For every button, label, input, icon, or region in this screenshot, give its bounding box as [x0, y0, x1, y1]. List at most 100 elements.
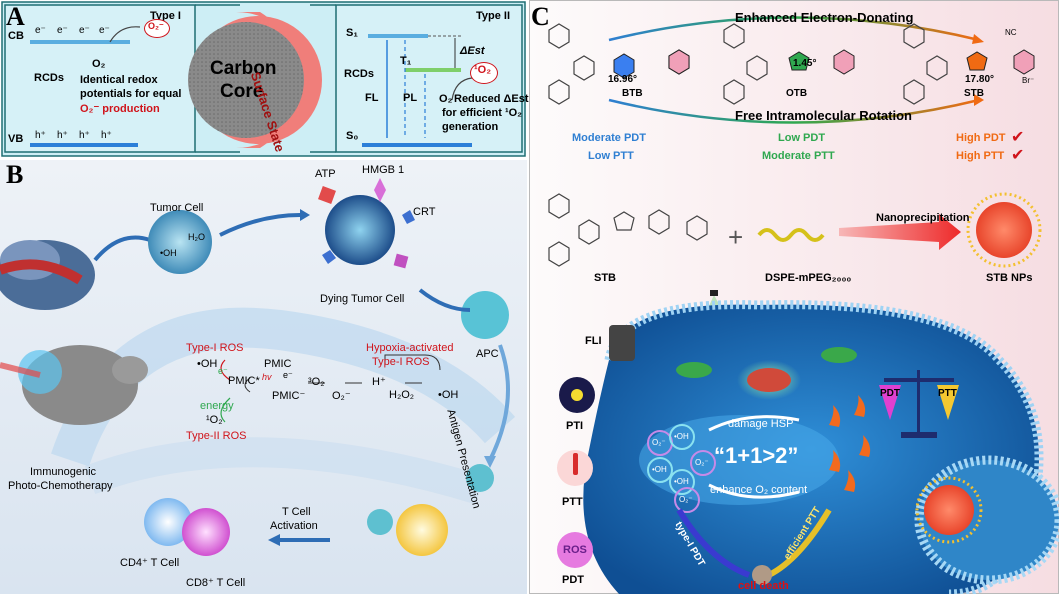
ros-o2-2: O₂⁻	[695, 458, 709, 467]
panel-c-letter: C	[531, 2, 550, 31]
stb-ptt: High PTT	[956, 150, 1005, 162]
type1-text-line2: potentials for equal	[80, 88, 182, 100]
e-minus-b1: e⁻	[283, 370, 293, 380]
ros-o2-1: O₂⁻	[652, 438, 666, 447]
type2-ros-label: Type-II ROS	[186, 430, 247, 442]
pmic-label: PMIC	[264, 358, 292, 370]
singlet-label: ¹O₂	[474, 64, 492, 76]
hole-2: h⁺	[57, 130, 68, 141]
s1-label: S₁	[346, 27, 358, 39]
btb-ptt: Low PTT	[588, 150, 634, 162]
electron-1: e⁻	[35, 25, 46, 36]
type1-ros-label: Type-I ROS	[186, 342, 244, 354]
o2-label-a: O₂	[92, 58, 106, 70]
ros-label: ROS	[563, 544, 587, 556]
panel-b-diagram	[0, 160, 527, 594]
hypoxia-line1: Hypoxia-activated	[366, 342, 454, 354]
type2-text-line1: Reduced ΔEst	[454, 93, 529, 105]
rcds-label-b: RCDs	[344, 68, 374, 80]
cd8-label: CD8⁺ T Cell	[186, 577, 246, 589]
fl-label: FL	[365, 92, 379, 104]
hv-label: hv	[262, 372, 272, 382]
cb-label: CB	[8, 30, 24, 42]
electron-4: e⁻	[99, 25, 110, 36]
formula-label: “1+1>2”	[714, 443, 799, 468]
type1-text-line1: Identical redox	[80, 74, 158, 86]
plus-sign: +	[728, 222, 744, 252]
hole-3: h⁺	[79, 130, 90, 141]
ros-oh-3: •OH	[674, 477, 689, 486]
apc-label: APC	[476, 348, 499, 360]
panel-c	[529, 0, 1059, 599]
panel-b-letter: B	[6, 160, 24, 189]
ros-oh-1: •OH	[674, 432, 689, 441]
superoxide-label: O₂⁻	[148, 21, 164, 31]
o2-singlet-label: ¹O₂	[206, 414, 223, 426]
type2-text-line2: for efficient ¹O₂	[442, 107, 523, 119]
enhanced-donating-label: Enhanced Electron-Donating	[735, 10, 914, 25]
crt-label: CRT	[413, 206, 436, 218]
o2-superoxide-b: O₂⁻	[332, 390, 351, 402]
pmic-minus-label: PMIC⁻	[272, 390, 306, 402]
panel-a-letter: A	[6, 2, 25, 31]
angle-btb: 16.96°	[608, 74, 638, 85]
panel-a	[0, 0, 527, 158]
otb-ptt: Moderate PTT	[762, 150, 835, 162]
nanoprecipitation-label: Nanoprecipitation	[876, 212, 970, 224]
otb-label: OTB	[786, 88, 808, 99]
immuno-line2: Photo-Chemotherapy	[8, 480, 113, 492]
check-icon: ✔	[1011, 129, 1025, 146]
vb-label: VB	[8, 133, 24, 145]
hole-4: h⁺	[101, 130, 112, 141]
o2-triplet-label: ³O₂	[308, 376, 325, 388]
dying-tumor-label: Dying Tumor Cell	[320, 293, 405, 305]
damage-hsp-label: damage HSP	[728, 418, 794, 430]
delta-est-label: ΔEst	[460, 45, 485, 57]
singlet-circle	[470, 62, 498, 84]
s0-label: S₀	[346, 130, 359, 142]
check-icon: ✔	[1011, 147, 1025, 164]
oh-label: •OH	[197, 358, 218, 370]
stb-nps-label: STB NPs	[986, 272, 1033, 284]
br-label: Br⁻	[1022, 76, 1035, 85]
electron-2: e⁻	[57, 25, 68, 36]
oh2-label: •OH	[438, 389, 459, 401]
cell-death-label: cell death	[738, 580, 789, 592]
h2o2-label: H₂O₂	[389, 389, 415, 401]
energy-label: energy	[200, 400, 234, 412]
t1-label: T₁	[400, 55, 412, 67]
type1-text-line3: O₂⁻ production	[80, 103, 160, 115]
atp-label: ATP	[315, 168, 336, 180]
nc-label: NC	[1005, 28, 1017, 37]
angle-otb: 1.45°	[793, 58, 817, 69]
btb-label: BTB	[622, 88, 643, 99]
h-plus-label: H⁺	[372, 376, 386, 388]
dspe-label: DSPE-mPEG₂₀₀₀	[765, 272, 852, 284]
tumor-cell-oh: •OH	[160, 248, 177, 258]
tcell-activation-line1: T Cell	[282, 506, 311, 518]
carbon-core-line1: Carbon	[210, 58, 277, 79]
hypoxia-line2: Type-I ROS	[372, 356, 430, 368]
otb-pdt: Low PDT	[778, 132, 826, 144]
enhance-o2-label: enhance O₂ content	[710, 484, 808, 496]
ros-oh-2: •OH	[652, 465, 667, 474]
carbon-core-line2: Core	[220, 81, 264, 102]
o2-label-b: O₂	[439, 93, 453, 105]
btb-pdt: Moderate PDT	[572, 132, 646, 144]
stb-formula-label: STB	[594, 272, 616, 284]
angle-stb: 17.80°	[965, 74, 995, 85]
pdt-label: PDT	[562, 574, 584, 586]
panel-b	[0, 160, 527, 594]
scale-ptt-label: PTT	[938, 388, 957, 399]
superoxide-circle	[144, 19, 170, 38]
fli-label: FLI	[585, 335, 602, 347]
pti-label: PTI	[566, 420, 584, 432]
scale-pdt-label: PDT	[880, 388, 900, 399]
rcds-label-a: RCDs	[34, 72, 64, 84]
e-minus-b2: e⁻	[218, 366, 228, 376]
immuno-line1: Immunogenic	[30, 466, 97, 478]
hmgb1-label: HMGB 1	[362, 164, 405, 176]
type2-text-line3: generation	[442, 121, 499, 133]
stb-label: STB	[964, 88, 984, 99]
ptt-label: PTT	[562, 496, 583, 508]
